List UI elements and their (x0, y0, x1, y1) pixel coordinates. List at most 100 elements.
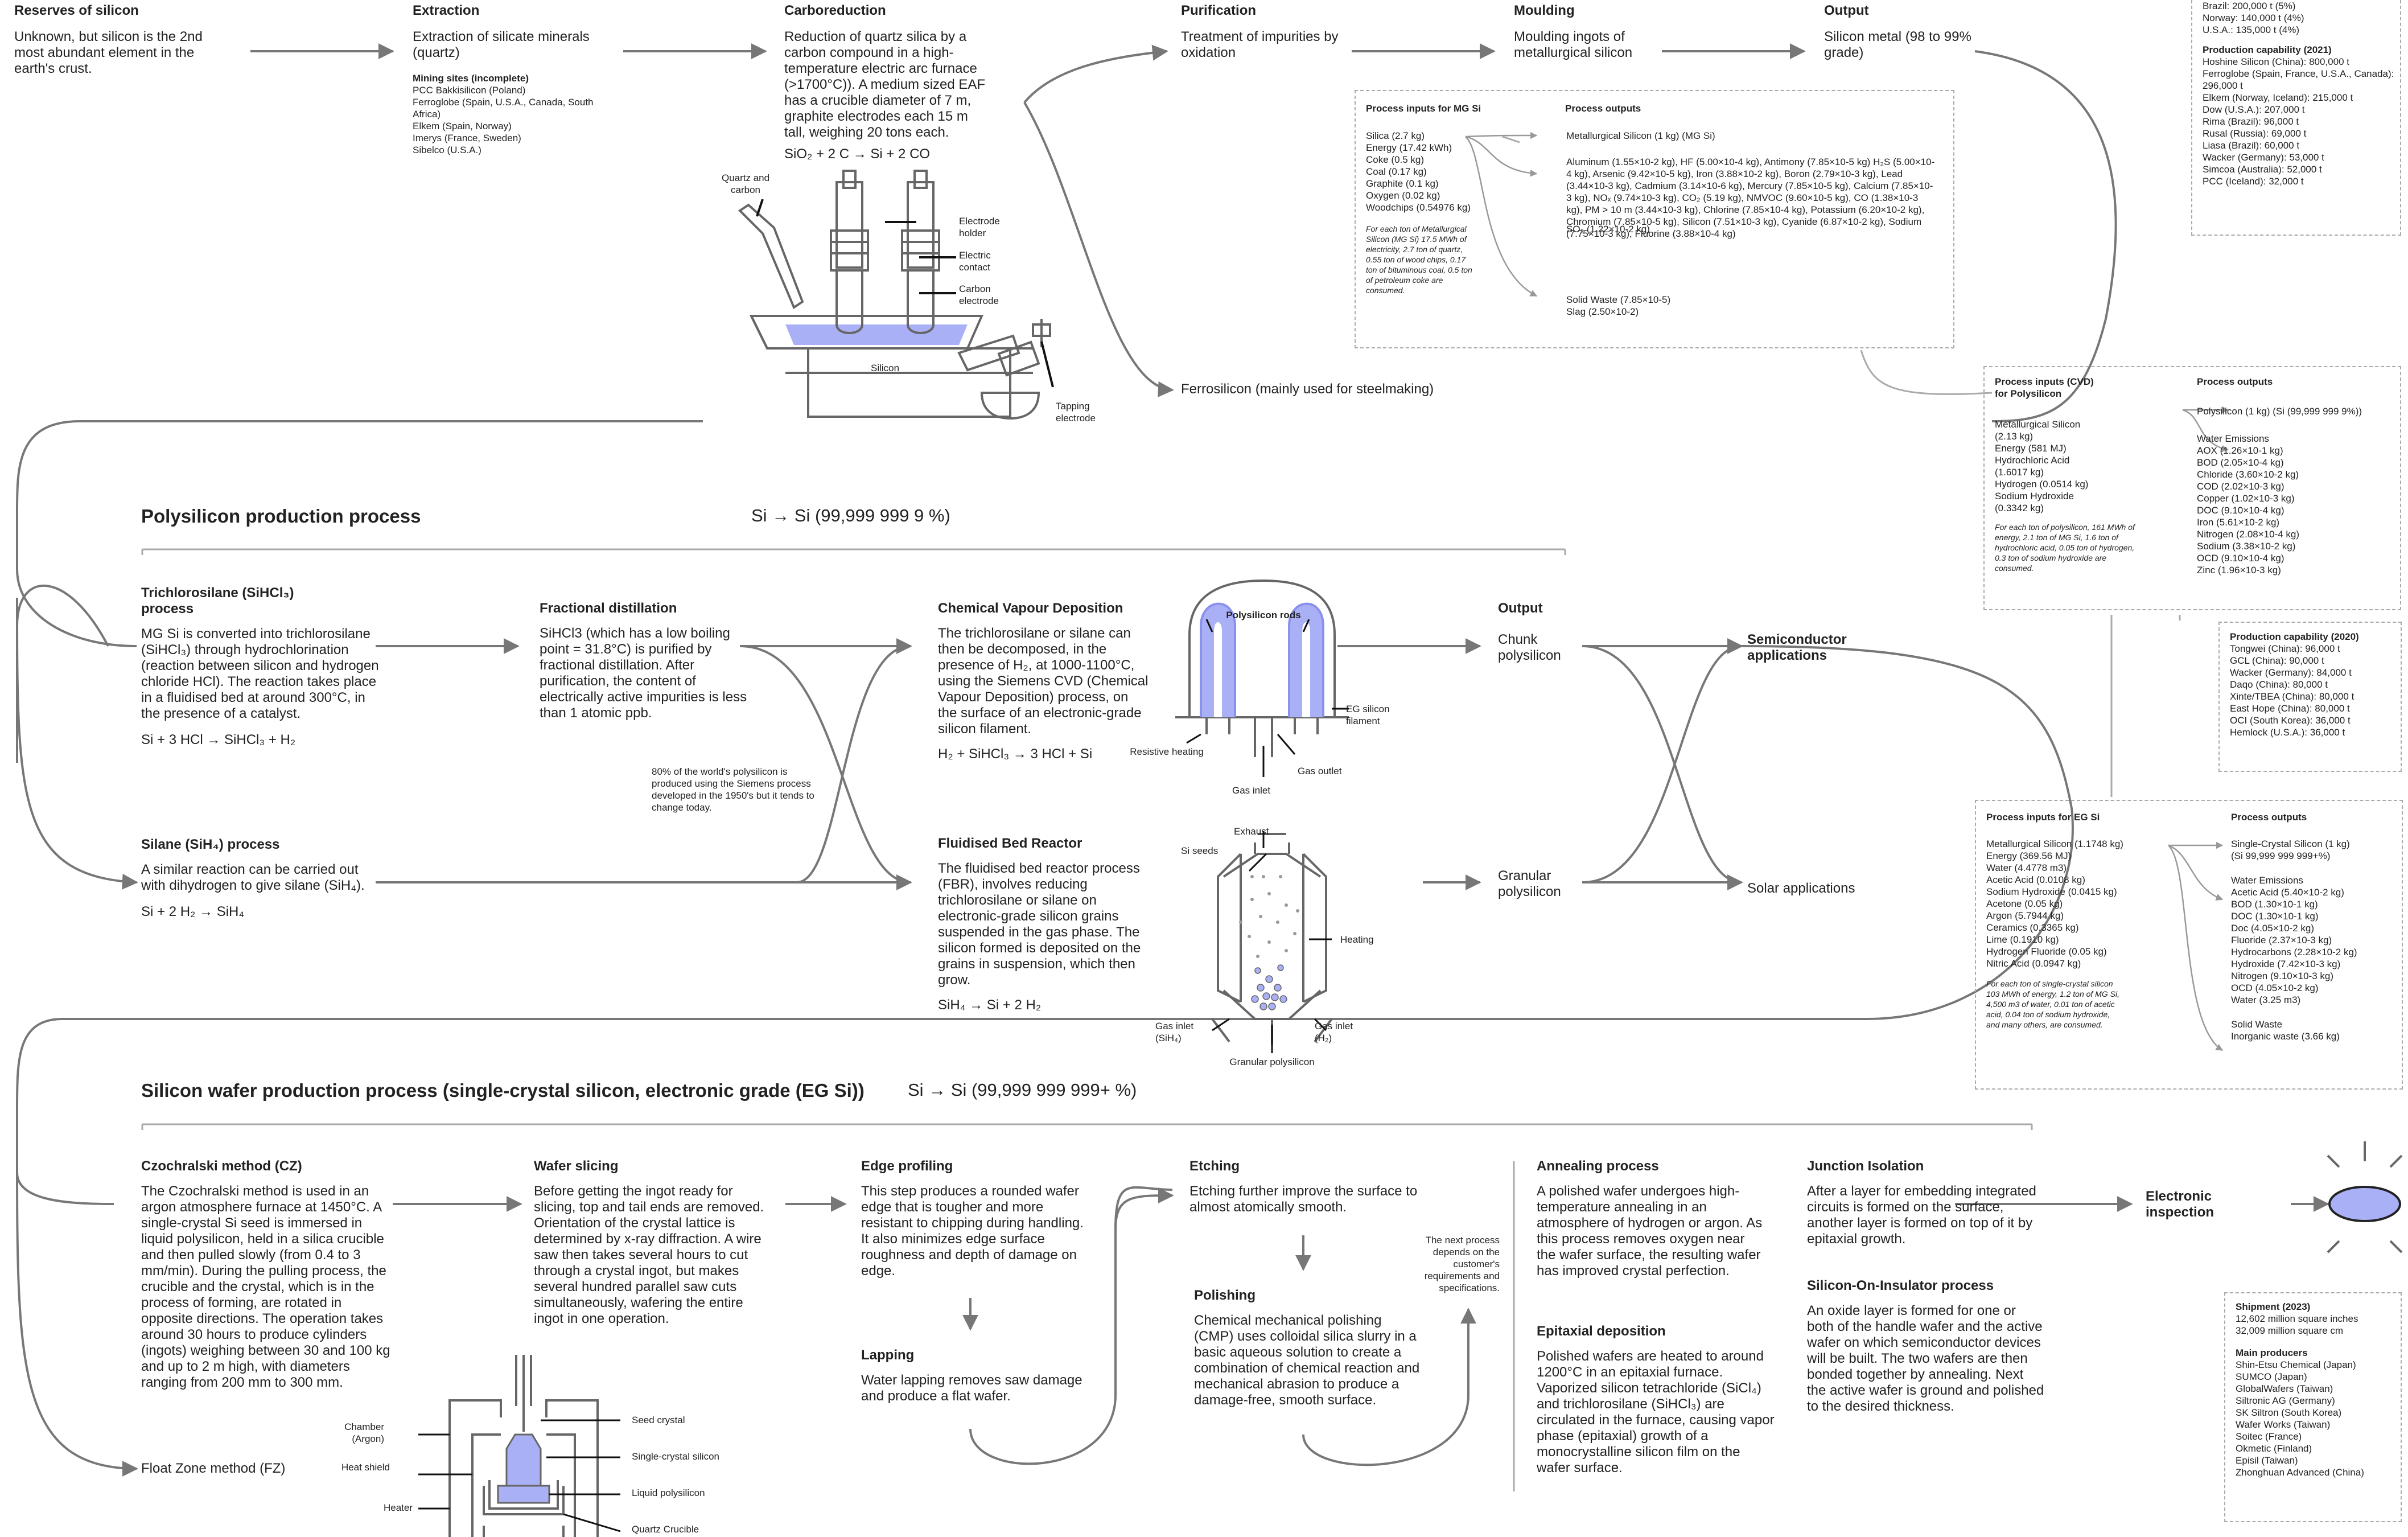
input-item: Coke (0.5 kg) (1366, 154, 1425, 165)
connector-output-to-poly (1974, 50, 2117, 422)
output-item: Water Emissions (2197, 433, 2269, 444)
capability-2020-content: Production capability (2020) Tongwei (Ch… (2230, 631, 2401, 738)
arrow-distill-fbr (739, 645, 912, 890)
stage-polishing: Polishing Chemical mechanical polishing … (1194, 1288, 1422, 1408)
output-item: OCD (4.05×10-2 kg) (2231, 983, 2319, 993)
cvd-label-rods: Polysilicon rods (1226, 610, 1301, 620)
shipment-line: 12,602 million square inches (2236, 1313, 2358, 1324)
mgsi-inputs-list: Silica (2.7 kg) Energy (17.42 kWh) Coke … (1366, 130, 1474, 295)
output-item: DOC (9.10×10-4 kg) (2197, 505, 2284, 516)
capability-2021-content: Brazil: 200,000 t (5%) Norway: 140,000 t… (2203, 0, 2396, 187)
producer-item: Wafer Works (Taiwan) (2236, 1419, 2331, 1430)
input-item: Ceramics (0.3365 kg) (1986, 922, 2079, 933)
single-crystal-ingot (505, 1433, 542, 1487)
capability-item: Daqo (China): 80,000 t (2230, 679, 2328, 690)
cz-title: Czochralski method (CZ) (141, 1158, 302, 1174)
soi-title: Silicon-On-Insulator process (1807, 1278, 1994, 1293)
fbr-label-heating: Heating (1340, 934, 1374, 945)
stage-moulding: Moulding Moulding ingots of metallurgica… (1514, 3, 1662, 61)
furnace-label-carbon: Carbon electrode (959, 283, 999, 306)
lapping-title: Lapping (861, 1347, 915, 1363)
input-item: Acetone (0.05 kg) (1986, 898, 2063, 909)
silane-title: Silane (SiH₄) process (141, 837, 280, 852)
stage-annealing: Annealing process A polished wafer under… (1537, 1158, 1764, 1279)
tcs-text: MG Si is converted into trichlorosilane … (141, 626, 379, 721)
silane-equation: Si + 2 H₂ → SiH₄ (141, 904, 245, 919)
arrow-granular-semi (1582, 638, 1743, 883)
producer-item: SK Siltron (South Korea) (2236, 1407, 2342, 1418)
egsi-outputs-list: Single-Crystal Silicon (1 kg) (Si 99,999… (2231, 838, 2396, 1042)
cvd-label-inlet: Gas inlet (1232, 785, 1271, 796)
tcs-equation: Si + 3 HCl → SiHCl₃ + H₂ (141, 732, 296, 747)
extraction-title: Extraction (413, 3, 480, 18)
output-item: Water (3.25 m3) (2231, 994, 2301, 1005)
stage-cvd: Chemical Vapour Deposition The trichloro… (938, 601, 1149, 762)
cvd-label-heating: Resistive heating (1130, 746, 1204, 757)
main-output: (Si 99,999 999 999+%) (2231, 850, 2331, 861)
output-item: Acetic Acid (5.40×10-2 kg) (2231, 887, 2344, 898)
cvd-note: For each ton of polysilicon, 161 MWh of … (1995, 523, 2135, 573)
stage-output: Output Silicon metal (98 to 99% grade) (1824, 3, 1972, 61)
output-item: OCD (9.10×10-4 kg) (2197, 553, 2284, 564)
mgsi-emissions: Aluminum (1.55×10-2 kg), HF (5.00×10-4 k… (1566, 157, 1935, 239)
stage-purification: Purification Treatment of impurities by … (1181, 3, 1352, 61)
mgsi-inputs-box (1355, 90, 1954, 348)
capability-item: Hemlock (U.S.A.): 36,000 t (2230, 727, 2345, 738)
czochralski-figure (448, 1355, 599, 1537)
mgsi-main-output: Metallurgical Silicon (1 kg) (MG Si) (1566, 130, 1715, 141)
poly-output-chunk: Chunk polysilicon (1498, 632, 1561, 663)
next-process-note: The next process depends on the customer… (1424, 1235, 1500, 1293)
stage-soi: Silicon-On-Insulator process An oxide la… (1807, 1278, 2046, 1415)
cz-label-seed: Seed crystal (632, 1415, 685, 1425)
mgsi-solid-waste: Solid Waste (7.85×10-5) Slag (2.50×10-2) (1566, 294, 1670, 318)
capability-item: Liasa (Brazil): 60,000 t (2203, 140, 2300, 151)
stage-junction-isolation: Junction Isolation After a layer for emb… (1807, 1158, 2046, 1247)
carbo-equation: SiO₂ + 2 C → Si + 2 CO (784, 146, 931, 162)
country-item: Brazil: 200,000 t (5%) (2203, 1, 2296, 11)
input-item: Graphite (0.1 kg) (1366, 178, 1439, 189)
arrow-lapping-etching (969, 1187, 1174, 1465)
producer-item: Zhonghuan Advanced (China) (2236, 1467, 2364, 1478)
fbr-equation: SiH₄ → Si + 2 H₂ (938, 997, 1042, 1013)
input-item: Acetic Acid (0.0108 kg) (1986, 874, 2085, 885)
connector-poly-start (16, 420, 703, 647)
capability-item: Hoshine Silicon (China): 800,000 t (2203, 56, 2349, 67)
output-item: Iron (5.61×10-2 kg) (2197, 517, 2280, 528)
main-output: Single-Crystal Silicon (1 kg) (2231, 839, 2350, 849)
producer-item: SUMCO (Japan) (2236, 1371, 2307, 1382)
output-item: Chloride (3.60×10-2 kg) (2197, 469, 2299, 480)
output-item: Fluoride (2.37×10-3 kg) (2231, 935, 2332, 946)
epitaxial-text: Polished wafers are heated to around 120… (1537, 1349, 1775, 1476)
output-item: Sodium (3.38×10-2 kg) (2197, 541, 2296, 552)
capability-item: Wacker (Germany): 53,000 t (2203, 152, 2324, 163)
cvd-title: Chemical Vapour Deposition (938, 601, 1123, 616)
egsi-inputs-title: Process inputs for EG Si (1986, 812, 2100, 823)
capability-item: Wacker (Germany): 84,000 t (2230, 667, 2352, 678)
reserves-title: Reserves of silicon (14, 3, 139, 18)
mining-site-item: Elkem (Spain, Norway) (413, 121, 512, 131)
mgsi-note: For each ton of Metallurgical Silicon (M… (1366, 224, 1472, 295)
moulding-title: Moulding (1514, 3, 1575, 18)
capability-item: East Hope (China): 80,000 t (2230, 703, 2350, 714)
cz-label-chamber: Chamber (Argon) (344, 1421, 384, 1444)
fbr-label-granular: Granular polysilicon (1229, 1057, 1315, 1067)
input-item: Lime (0.1910 kg) (1986, 934, 2059, 945)
input-item: Energy (17.42 kWh) (1366, 142, 1452, 153)
country-item: U.S.A.: 135,000 t (4%) (2203, 24, 2300, 35)
input-item: Silica (2.7 kg) (1366, 130, 1425, 141)
cz-label-liquid: Liquid polysilicon (632, 1487, 705, 1498)
tcs-title-1: Trichlorosilane (SiHCl₃) (141, 585, 294, 601)
silane-text: A similar reaction can be carried out wi… (141, 862, 365, 893)
egsi-inputs-list: Metallurgical Silicon (1.1748 kg) Energy… (1986, 838, 2174, 1030)
fbr-text: The fluidised bed reactor process (FBR),… (938, 861, 1141, 988)
capability-item: Rima (Brazil): 96,000 t (2203, 116, 2299, 127)
shipment-content: Shipment (2023) 12,602 million square in… (2236, 1301, 2401, 1478)
furnace-label-quartz: Quartz and carbon (721, 172, 770, 195)
input-item: Woodchips (0.54976 kg) (1366, 202, 1471, 213)
cvd-outputs-title: Process outputs (2197, 376, 2273, 387)
capability-item: Rusal (Russia): 69,000 t (2203, 128, 2307, 139)
furnace-label-contact: Electric contact (959, 250, 991, 273)
output-item: DOC (1.30×10-1 kg) (2231, 911, 2319, 922)
output-item: COD (2.02×10-3 kg) (2197, 481, 2284, 492)
egsi-outputs-title: Process outputs (2231, 812, 2307, 823)
